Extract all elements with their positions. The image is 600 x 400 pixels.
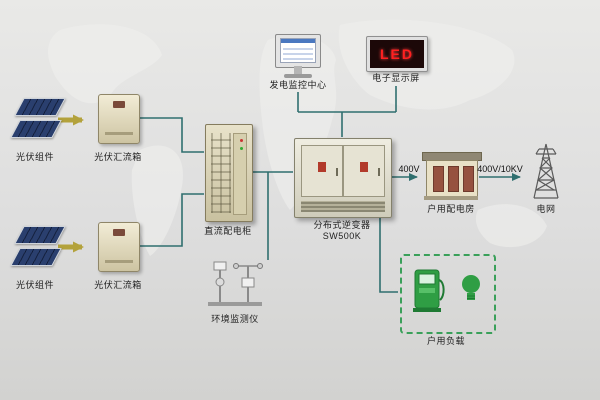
led-screen-text: LED bbox=[380, 46, 414, 62]
solar-panel-icon bbox=[10, 120, 62, 138]
monitor-frame bbox=[275, 34, 321, 68]
solar-panel-icon bbox=[14, 226, 66, 244]
pv-module-1-label: 光伏组件 bbox=[15, 152, 54, 162]
indicator-light-green bbox=[240, 147, 243, 150]
monitoring-center-label: 发电监控中心 bbox=[269, 80, 327, 90]
combiner-box-1-label: 光伏汇流箱 bbox=[94, 152, 142, 162]
monitor-base bbox=[284, 74, 312, 78]
voltage-label-400v: 400V bbox=[398, 164, 420, 174]
indicator-light-red bbox=[240, 139, 243, 142]
ventilation-grille bbox=[301, 201, 385, 212]
monitoring-center bbox=[274, 34, 322, 82]
cabinet-side-panel bbox=[233, 133, 247, 215]
pv-module-1 bbox=[10, 96, 66, 144]
monitor-display bbox=[280, 38, 316, 63]
combiner-slot bbox=[105, 132, 133, 135]
led-screen: LED bbox=[370, 40, 424, 68]
warning-sticker bbox=[360, 162, 368, 172]
env-monitor bbox=[202, 256, 268, 312]
monitor-content-lines bbox=[283, 46, 313, 60]
wire-combiner2-to-cabinet bbox=[140, 193, 204, 247]
distribution-room bbox=[422, 152, 482, 200]
solar-panel-icon bbox=[14, 98, 66, 116]
household-load-label: 户用负载 bbox=[426, 336, 465, 346]
wire-combiner1-to-cabinet bbox=[140, 117, 204, 153]
dc-cabinet-label: 直流配电柜 bbox=[204, 226, 252, 236]
inverter-door bbox=[343, 145, 385, 197]
room-body bbox=[426, 160, 478, 197]
combiner-logo bbox=[113, 229, 125, 236]
inverter bbox=[294, 138, 392, 218]
env-monitor-label: 环境监测仪 bbox=[211, 314, 259, 324]
cabinet-breaker-grid bbox=[211, 133, 231, 213]
power-grid-tower bbox=[528, 142, 564, 200]
combiner-box-2-label: 光伏汇流箱 bbox=[94, 280, 142, 290]
inverter-label: 分布式逆变器 bbox=[313, 220, 371, 230]
power-grid-label: 电网 bbox=[536, 204, 556, 214]
door-handle bbox=[336, 168, 338, 176]
distribution-room-label: 户用配电房 bbox=[427, 204, 475, 214]
monitor-stand bbox=[294, 66, 302, 74]
room-door bbox=[448, 166, 459, 192]
combiner-box-2 bbox=[98, 222, 140, 272]
household-load-box bbox=[400, 254, 496, 334]
combiner-slot bbox=[105, 260, 133, 263]
weather-station-icon bbox=[208, 261, 263, 306]
combiner-logo bbox=[113, 101, 125, 108]
monitor-titlebar bbox=[281, 39, 315, 43]
transmission-tower-icon bbox=[533, 143, 559, 199]
dc-cabinet bbox=[205, 124, 253, 222]
solar-panel-icon bbox=[10, 248, 62, 266]
combiner-box-1 bbox=[98, 94, 140, 144]
led-display-label: 电子显示屏 bbox=[372, 73, 420, 83]
room-base bbox=[424, 196, 478, 200]
door-handle bbox=[378, 168, 380, 176]
pv-module-2-label: 光伏组件 bbox=[15, 280, 54, 290]
ev-charger-icon bbox=[413, 269, 445, 312]
light-bulb-icon bbox=[462, 275, 480, 300]
pv-module-2 bbox=[10, 224, 66, 272]
voltage-label-400v-10kv: 400V/10KV bbox=[477, 164, 523, 174]
led-display: LED bbox=[366, 36, 428, 72]
inverter-door bbox=[301, 145, 343, 197]
room-door bbox=[433, 166, 444, 192]
warning-sticker bbox=[318, 162, 326, 172]
inverter-model: SW500K bbox=[322, 231, 362, 241]
room-door bbox=[463, 166, 474, 192]
wire-inverter-to-load bbox=[379, 217, 398, 293]
